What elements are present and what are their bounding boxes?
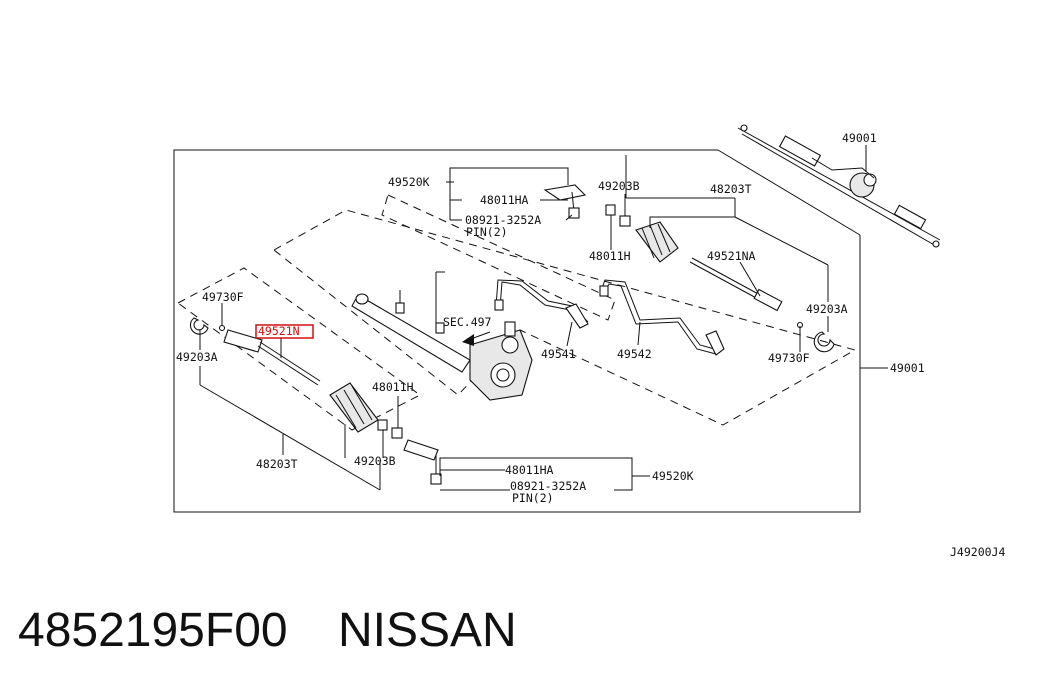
- label-pin-qty-top: PIN(2): [466, 225, 508, 239]
- label-49520k-top[interactable]: 49520K: [388, 175, 430, 189]
- label-sec-497[interactable]: SEC.497: [443, 315, 492, 329]
- label-pin-qty-bottom: PIN(2): [512, 491, 554, 505]
- boot-top: [605, 204, 679, 263]
- label-49521n[interactable]: 49521N: [258, 324, 300, 338]
- label-49203a-left[interactable]: 49203A: [176, 350, 218, 364]
- tie-rod-right: [689, 257, 835, 353]
- label-49541[interactable]: 49541: [541, 347, 576, 361]
- footer-part-number: 4852195F00: [18, 604, 288, 657]
- label-48011ha-bottom[interactable]: 48011HA: [505, 463, 554, 477]
- label-49203a-right[interactable]: 49203A: [806, 302, 848, 316]
- tie-rod-end-top: [543, 184, 587, 219]
- rack-group-outline: [273, 209, 857, 426]
- label-49730f-right[interactable]: 49730F: [768, 351, 810, 365]
- rack-assembly-thumbnail: [737, 124, 941, 248]
- label-48203t-bottom[interactable]: 48203T: [256, 457, 298, 471]
- tube-group-outline: [381, 194, 616, 321]
- left-socket-group-outline: [177, 267, 421, 431]
- rack-body: [351, 290, 533, 401]
- assembly-frame: [173, 149, 861, 513]
- label-08921-top[interactable]: 08921-3252A: [465, 213, 541, 227]
- label-49542[interactable]: 49542: [617, 347, 652, 361]
- label-49203b-top[interactable]: 49203B: [598, 179, 640, 193]
- tube-49541: [494, 279, 589, 329]
- label-49521na[interactable]: 49521NA: [707, 249, 756, 263]
- label-49001-rack[interactable]: 49001: [842, 131, 877, 145]
- label-49001-assembly[interactable]: 49001: [890, 361, 925, 375]
- label-49730f-left[interactable]: 49730F: [202, 290, 244, 304]
- tie-rod-left: [189, 317, 321, 386]
- diagram-code: J49200J4: [950, 545, 1005, 559]
- label-08921-bottom[interactable]: 08921-3252A: [510, 479, 586, 493]
- boot-bottom: [329, 382, 403, 439]
- sec-arrow: [462, 331, 491, 346]
- highlight-box: [255, 324, 314, 339]
- footer-brand: NISSAN: [338, 604, 517, 657]
- tube-49542: [599, 279, 725, 356]
- label-49203b-bottom[interactable]: 49203B: [354, 454, 396, 468]
- tie-rod-end-bottom: [403, 439, 442, 485]
- label-49520k-bottom[interactable]: 49520K: [652, 469, 694, 483]
- label-48011h-bottom[interactable]: 48011H: [372, 380, 414, 394]
- label-48203t-top[interactable]: 48203T: [710, 182, 752, 196]
- label-48011h-top[interactable]: 48011H: [589, 249, 631, 263]
- label-48011ha-top[interactable]: 48011HA: [480, 193, 529, 207]
- leader-lines: [199, 145, 888, 491]
